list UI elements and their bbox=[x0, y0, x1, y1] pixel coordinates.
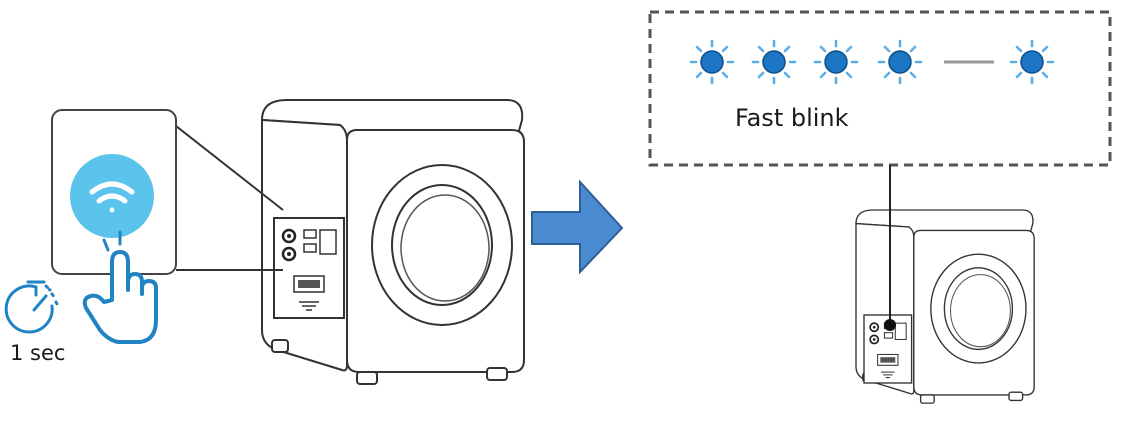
arrow-right-icon bbox=[531, 179, 624, 275]
led-blink-icon bbox=[877, 39, 923, 85]
led-blink-icon bbox=[751, 39, 797, 85]
hand-motion-marks bbox=[102, 230, 122, 252]
led-state-label: Fast blink bbox=[735, 104, 849, 132]
led-blink-icon bbox=[813, 39, 859, 85]
led-blink-icon bbox=[689, 39, 735, 85]
led-status-box bbox=[648, 10, 1112, 167]
press-duration-label: 1 sec bbox=[10, 341, 65, 365]
zoom-lines bbox=[175, 125, 284, 271]
led-blink-icon bbox=[1009, 39, 1055, 85]
wifi-icon bbox=[89, 181, 135, 213]
rear-panel-large bbox=[272, 216, 346, 320]
hand-press-icon bbox=[82, 250, 158, 344]
led-indicator-dot bbox=[884, 319, 896, 331]
timer-icon bbox=[4, 280, 60, 334]
